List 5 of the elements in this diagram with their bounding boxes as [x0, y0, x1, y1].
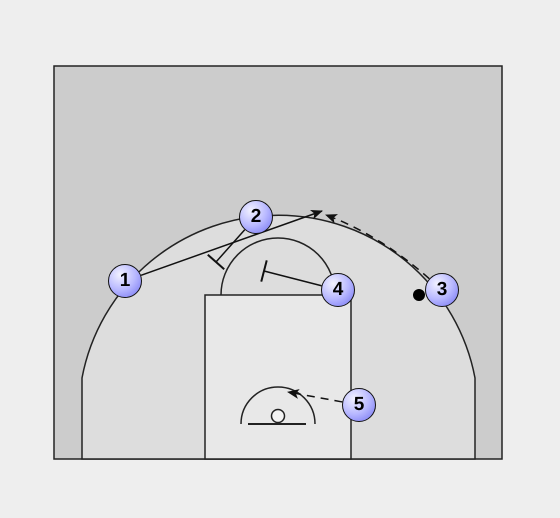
dashed-arrow	[325, 214, 430, 280]
screen-line	[206, 229, 246, 270]
screen-line	[260, 259, 322, 286]
dashed-arrow	[287, 389, 342, 403]
arrow	[140, 210, 323, 276]
